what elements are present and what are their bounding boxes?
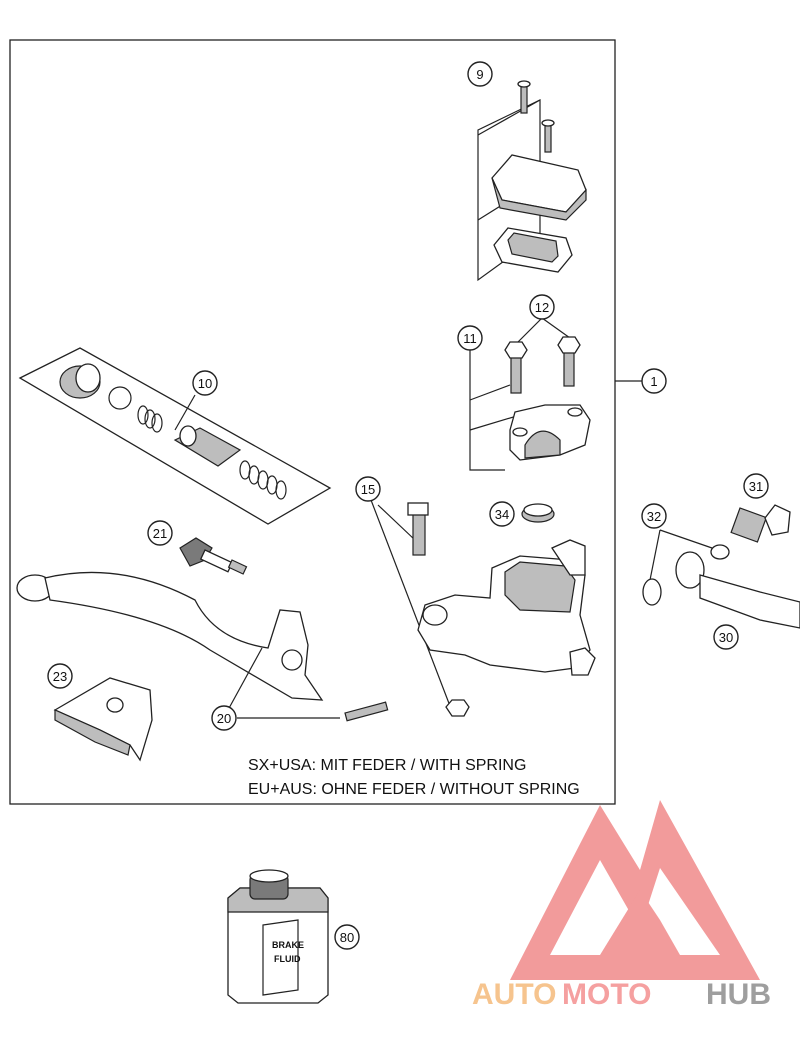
callout-12: 12 (529, 294, 555, 320)
part-11-12-clamp-assembly (469, 317, 591, 471)
note-without-spring: EU+AUS: OHNE FEDER / WITHOUT SPRING (248, 781, 580, 798)
leader-20a (227, 647, 263, 711)
part-80-brake-fluid: BRAKE FLUID (227, 869, 329, 1004)
callout-20: 20 (211, 705, 237, 731)
callout-80: 80 (334, 924, 360, 950)
callout-30: 30 (713, 624, 739, 650)
callout-1: 1 (641, 368, 667, 394)
watermark-hub: HUB (706, 978, 771, 1011)
callout-11-label: 11 (463, 331, 477, 346)
callout-9: 9 (467, 61, 493, 87)
part-9-cover-assembly (477, 80, 587, 282)
callout-21-label: 21 (153, 526, 167, 541)
callout-21: 21 (147, 520, 173, 546)
watermark-moto: MOTO (562, 978, 651, 1011)
callout-1-label: 1 (650, 374, 657, 389)
part-30-32-brake-line (642, 504, 800, 629)
note-with-spring: SX+USA: MIT FEDER / WITH SPRING (248, 757, 526, 774)
callout-32-label: 32 (647, 509, 661, 524)
part-21-adjuster (179, 537, 248, 575)
part-20-spring (344, 701, 389, 722)
callouts: 1 9 10 11 12 15 20 21 23 30 31 32 34 80 (47, 61, 769, 950)
callout-34: 34 (489, 501, 515, 527)
part-34-cap (521, 503, 555, 523)
part-15-screw-nut (370, 499, 470, 717)
callout-15-label: 15 (361, 482, 375, 497)
callout-32: 32 (641, 503, 667, 529)
watermark-auto: AUTO (472, 978, 556, 1011)
callout-23: 23 (47, 663, 73, 689)
callout-23-label: 23 (53, 669, 67, 684)
callout-30-label: 30 (719, 630, 733, 645)
callout-15: 15 (355, 476, 381, 502)
part-10-piston-kit (18, 347, 332, 525)
master-cylinder-body (417, 539, 596, 676)
brake-lever (16, 571, 324, 701)
callout-9-label: 9 (476, 67, 483, 82)
callout-31: 31 (743, 473, 769, 499)
callout-20-label: 20 (217, 711, 231, 726)
callout-12-label: 12 (535, 300, 549, 315)
callout-34-label: 34 (495, 507, 509, 522)
callout-80-label: 80 (340, 930, 354, 945)
watermark-text: AUTO MOTO HUB (472, 978, 771, 1011)
assembly-frame (9, 39, 616, 805)
callout-10: 10 (192, 370, 218, 396)
bottle-label-line1: BRAKE (272, 940, 304, 950)
callout-10-label: 10 (198, 376, 212, 391)
bottle-label-line2: FLUID (274, 954, 301, 964)
watermark-logo (510, 800, 760, 980)
callout-31-label: 31 (749, 479, 763, 494)
callout-11: 11 (457, 325, 483, 351)
part-23-guard (53, 677, 153, 762)
